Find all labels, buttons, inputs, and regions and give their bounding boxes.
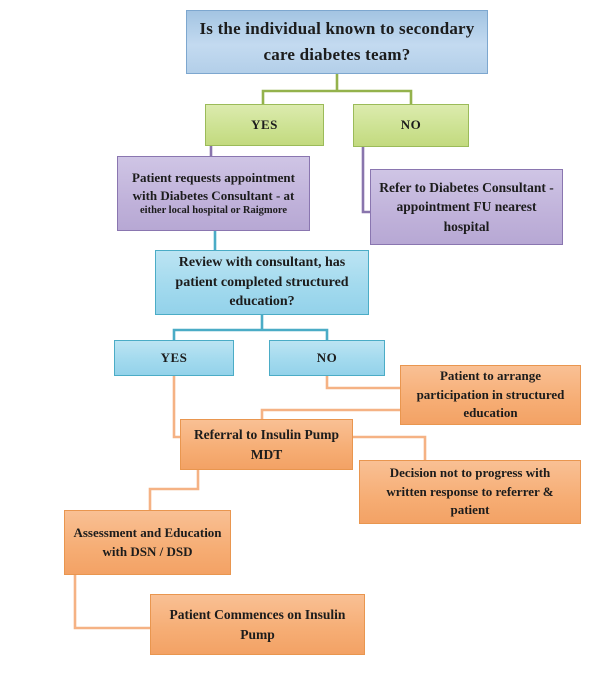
connector-no1-to-refer (361, 147, 371, 214)
box-arrange-education: Patient to arrange participation in stru… (400, 365, 581, 425)
box-referral-mdt: Referral to Insulin Pump MDT (180, 419, 353, 470)
top-question-text: Is the individual known to secondary car… (199, 18, 475, 64)
assessment-education-text: Assessment and Education with DSN / DSD (73, 525, 222, 559)
box-assessment-education: Assessment and Education with DSN / DSD (64, 510, 231, 575)
box-commence-pump: Patient Commences on Insulin Pump (150, 594, 365, 655)
decision-not-progress-text: Decision not to progress with written re… (386, 465, 554, 518)
box-yes-branch-2: YES (114, 340, 234, 376)
yes1-label: YES (251, 116, 278, 132)
connector-referral-to-assessment (148, 470, 200, 511)
commence-pump-text: Patient Commences on Insulin Pump (169, 607, 346, 642)
box-top-question: Is the individual known to secondary car… (186, 10, 488, 74)
referral-mdt-text: Referral to Insulin Pump MDT (193, 427, 340, 462)
box-review-consultant: Review with consultant, has patient comp… (155, 250, 369, 315)
no1-label: NO (400, 117, 422, 133)
arrange-education-text: Patient to arrange participation in stru… (416, 368, 565, 421)
connector-yes2-to-referral (172, 376, 182, 439)
connector-review-branch (172, 328, 329, 341)
box-no-branch-1: NO (353, 104, 469, 147)
no2-label: NO (316, 349, 338, 365)
connector-arrange-to-referral (260, 408, 401, 420)
request-appointment-subtext: either local hospital or Raigmore (140, 205, 287, 217)
box-request-appointment: Patient requests appointment with Diabet… (117, 156, 310, 231)
connector-assessment-to-commence (73, 575, 151, 630)
box-decision-not-progress: Decision not to progress with written re… (359, 460, 581, 524)
box-refer-consultant: Refer to Diabetes Consultant - appointme… (370, 169, 563, 245)
box-no-branch-2: NO (269, 340, 385, 376)
review-consultant-text: Review with consultant, has patient comp… (175, 254, 349, 310)
connector-top-branch (261, 89, 413, 105)
refer-consultant-text: Refer to Diabetes Consultant - appointme… (379, 180, 554, 234)
connector-no2-to-arrange (325, 376, 401, 390)
yes2-label: YES (160, 349, 188, 365)
connector-referral-to-decision (353, 435, 427, 461)
request-appointment-text: Patient requests appointment with Diabet… (132, 170, 295, 203)
box-yes-branch-1: YES (205, 104, 324, 146)
